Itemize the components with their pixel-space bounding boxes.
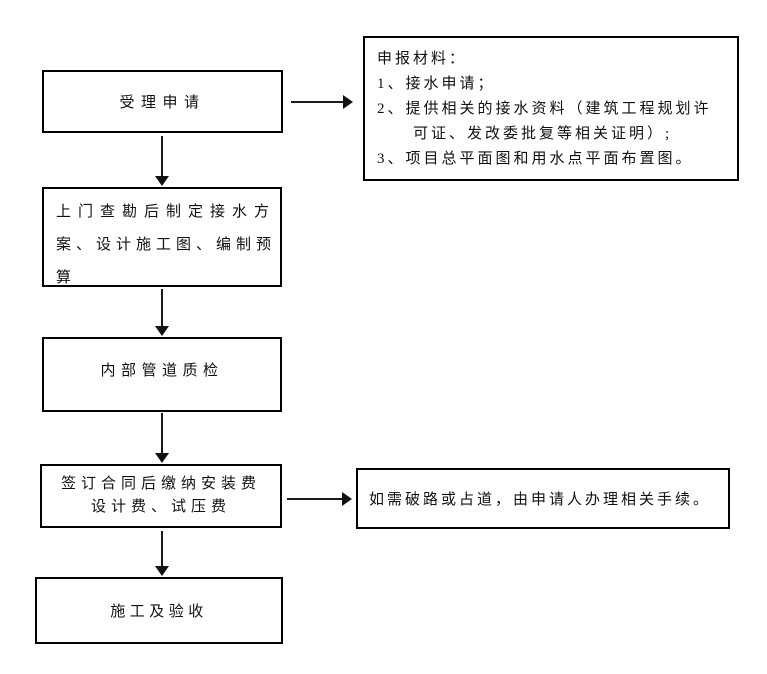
- note-road-breaking: 如需破路或占道，由申请人办理相关手续。: [356, 468, 730, 529]
- survey-line-2: 案、设计施工图、编制预: [56, 237, 277, 253]
- contract-line-1: 签订合同后缴纳安装费: [60, 476, 261, 492]
- flow-step-accept-application: 受理申请: [42, 70, 283, 133]
- survey-line-3: 算: [56, 270, 72, 286]
- flow-step-sign-contract-pay-fees: 签订合同后缴纳安装费 设计费、试压费: [40, 464, 282, 528]
- arrowhead-down-icon: [155, 453, 169, 463]
- arrow-shaft: [161, 413, 163, 453]
- flow-step-construction-acceptance: 施工及验收: [35, 577, 283, 644]
- right-arrow-accept-to-materials: [291, 95, 353, 109]
- arrowhead-right-icon: [342, 492, 352, 506]
- right-arrow-contract-to-road-note: [287, 492, 352, 506]
- arrow-shaft: [287, 498, 342, 500]
- down-arrow-accept-to-survey: [155, 136, 169, 186]
- step-accept-label: 受理申请: [119, 95, 206, 111]
- arrow-shaft: [291, 101, 343, 103]
- arrowhead-down-icon: [155, 176, 169, 186]
- materials-line-item3: 3、项目总平面图和用水点平面布置图。: [377, 151, 694, 167]
- note-application-materials: 申报材料： 1、接水申请； 2、提供相关的接水资料（建筑工程规划许 可证、发改委…: [363, 36, 739, 181]
- flow-step-internal-pipe-inspection: 内部管道质检: [42, 337, 282, 412]
- arrowhead-right-icon: [343, 95, 353, 109]
- arrowhead-down-icon: [155, 326, 169, 336]
- down-arrow-contract-to-construction: [155, 531, 169, 576]
- flow-step-site-survey-design: 上门查勘后制定接水方 案、设计施工图、编制预 算: [42, 187, 282, 287]
- materials-line-heading: 申报材料：: [377, 51, 468, 67]
- inspection-label: 内部管道质检: [100, 363, 224, 379]
- down-arrow-inspection-to-contract: [155, 413, 169, 463]
- survey-line-1: 上门查勘后制定接水方: [56, 204, 277, 220]
- road-note-label: 如需破路或占道，由申请人办理相关手续。: [369, 492, 712, 508]
- construction-label: 施工及验收: [110, 604, 208, 620]
- arrow-shaft: [161, 289, 163, 326]
- materials-line-item1: 1、接水申请；: [377, 76, 496, 92]
- arrowhead-down-icon: [155, 566, 169, 576]
- contract-line-2: 设计费、试压费: [90, 499, 231, 515]
- materials-line-item2: 2、提供相关的接水资料（建筑工程规划许: [377, 101, 712, 117]
- down-arrow-survey-to-inspection: [155, 289, 169, 336]
- arrow-shaft: [161, 531, 163, 566]
- arrow-shaft: [161, 136, 163, 176]
- materials-line-item2-cont: 可证、发改委批复等相关证明）;: [413, 126, 673, 142]
